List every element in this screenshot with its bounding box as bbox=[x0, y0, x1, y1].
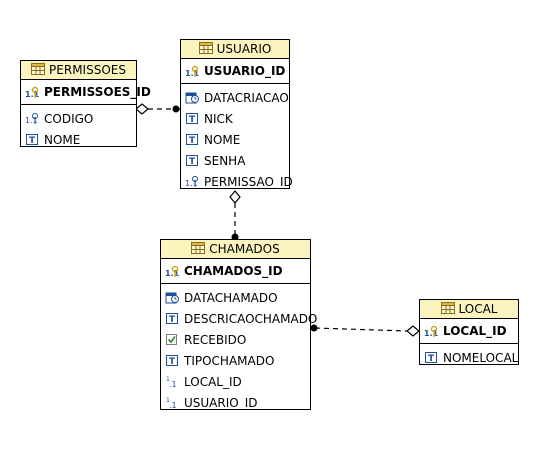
rel-local-diamond bbox=[406, 325, 420, 337]
column-row[interactable]: 1.1 USUARIO_ID bbox=[161, 392, 310, 413]
numeric-key-icon: 1.1 bbox=[25, 112, 39, 125]
svg-text:.1: .1 bbox=[169, 380, 177, 388]
column-name: NOME bbox=[204, 132, 241, 147]
column-name: NOMELOCAL bbox=[443, 350, 519, 365]
primary-key-row[interactable]: 1.1 PERMISSOES_ID bbox=[21, 80, 151, 105]
column-row[interactable]: T NICK bbox=[181, 108, 289, 129]
svg-text:T: T bbox=[189, 115, 196, 125]
primary-key-label: PERMISSOES_ID bbox=[44, 85, 151, 99]
rel-chamados-local-line bbox=[314, 327, 408, 332]
entity-title: CHAMADOS bbox=[209, 242, 280, 256]
rel-chamados-dot bbox=[231, 233, 239, 241]
numeric-type-icon: 1.1 bbox=[165, 396, 179, 410]
column-row[interactable]: DATACRIACAO bbox=[181, 87, 289, 108]
svg-text:T: T bbox=[428, 354, 435, 364]
column-row[interactable]: T DESCRICAOCHAMADO bbox=[161, 308, 317, 329]
column-name: DATACHAMADO bbox=[184, 290, 278, 305]
svg-text:1.1: 1.1 bbox=[25, 90, 39, 99]
datetime-icon bbox=[165, 291, 179, 304]
column-row[interactable]: T TIPOCHAMADO bbox=[161, 350, 310, 371]
column-name: USUARIO_ID bbox=[184, 395, 258, 410]
text-type-icon: T bbox=[185, 112, 199, 125]
table-icon bbox=[440, 301, 455, 317]
entity-header[interactable]: USUARIO bbox=[181, 40, 289, 59]
column-row[interactable]: DATACHAMADO bbox=[161, 287, 310, 308]
entity-usuario[interactable]: USUARIO 1.1 USUARIO_ID DATACRIACAO T NIC… bbox=[180, 39, 293, 192]
datetime-icon bbox=[185, 91, 199, 104]
primary-key-icon: 1.1 bbox=[165, 265, 180, 278]
rel-permissoes-diamond bbox=[135, 103, 149, 115]
entity-permissoes[interactable]: PERMISSOES 1.1 PERMISSOES_ID 1.1 CODIGO … bbox=[20, 60, 151, 150]
text-type-icon: T bbox=[25, 133, 39, 146]
svg-text:1: 1 bbox=[166, 376, 170, 383]
column-row[interactable]: T NOMELOCAL bbox=[420, 347, 518, 368]
entity-header[interactable]: CHAMADOS bbox=[161, 240, 310, 259]
column-row[interactable]: T NOME bbox=[21, 129, 136, 150]
svg-text:1.1: 1.1 bbox=[424, 329, 438, 338]
column-name: DESCRICAOCHAMADO bbox=[184, 311, 318, 326]
column-row[interactable]: RECEBIDO bbox=[161, 329, 310, 350]
column-name: PERMISSAO_ID bbox=[204, 174, 293, 189]
primary-key-row[interactable]: 1.1 USUARIO_ID bbox=[181, 59, 289, 84]
entity-chamados[interactable]: CHAMADOS 1.1 CHAMADOS_ID DATACHAMADO T D… bbox=[160, 239, 317, 413]
svg-text:T: T bbox=[169, 315, 176, 325]
svg-text:.1: .1 bbox=[169, 401, 177, 409]
column-row[interactable]: 1.1 CODIGO bbox=[21, 108, 136, 129]
rel-usuario-dot bbox=[172, 105, 180, 113]
entity-header[interactable]: LOCAL bbox=[420, 300, 518, 319]
primary-key-row[interactable]: 1.1 LOCAL_ID bbox=[420, 319, 518, 344]
numeric-type-icon: 1.1 bbox=[165, 375, 179, 389]
column-name: TIPOCHAMADO bbox=[184, 353, 275, 368]
column-name: NOME bbox=[44, 132, 81, 147]
svg-text:T: T bbox=[189, 157, 196, 167]
table-icon bbox=[191, 241, 206, 257]
primary-key-label: CHAMADOS_ID bbox=[184, 264, 283, 278]
primary-key-icon: 1.1 bbox=[424, 325, 439, 338]
rel-chamados-right-dot bbox=[310, 324, 318, 332]
column-name: CODIGO bbox=[44, 111, 94, 126]
entity-title: USUARIO bbox=[216, 42, 272, 56]
rel-usuario-diamond bbox=[229, 190, 241, 204]
svg-text:1.1: 1.1 bbox=[25, 116, 38, 125]
svg-text:1.1: 1.1 bbox=[185, 69, 199, 78]
text-type-icon: T bbox=[424, 351, 438, 364]
column-name: RECEBIDO bbox=[184, 332, 247, 347]
svg-text:1.1: 1.1 bbox=[165, 269, 179, 278]
text-type-icon: T bbox=[185, 133, 199, 146]
column-name: SENHA bbox=[204, 153, 246, 168]
column-name: LOCAL_ID bbox=[184, 374, 242, 389]
column-row[interactable]: 1.1 LOCAL_ID bbox=[161, 371, 310, 392]
primary-key-label: USUARIO_ID bbox=[204, 64, 286, 78]
column-name: DATACRIACAO bbox=[204, 90, 289, 105]
text-type-icon: T bbox=[165, 354, 179, 367]
text-type-icon: T bbox=[165, 312, 179, 325]
column-row[interactable]: 1.1 PERMISSAO_ID bbox=[181, 171, 293, 192]
primary-key-icon: 1.1 bbox=[185, 65, 200, 78]
svg-text:T: T bbox=[169, 357, 176, 367]
svg-text:T: T bbox=[189, 136, 196, 146]
entity-title: LOCAL bbox=[458, 302, 498, 316]
boolean-check-icon bbox=[165, 333, 179, 346]
text-type-icon: T bbox=[185, 154, 199, 167]
primary-key-icon: 1.1 bbox=[25, 86, 40, 99]
svg-text:T: T bbox=[29, 136, 36, 146]
entity-local[interactable]: LOCAL 1.1 LOCAL_ID T NOMELOCAL bbox=[419, 299, 519, 365]
primary-key-label: LOCAL_ID bbox=[443, 324, 507, 338]
entity-title: PERMISSOES bbox=[49, 63, 126, 77]
entity-header[interactable]: PERMISSOES bbox=[21, 61, 136, 80]
column-row[interactable]: T NOME bbox=[181, 129, 289, 150]
column-row[interactable]: T SENHA bbox=[181, 150, 289, 171]
numeric-key-icon: 1.1 bbox=[185, 175, 199, 188]
svg-text:1: 1 bbox=[166, 397, 170, 404]
svg-text:1.1: 1.1 bbox=[185, 179, 198, 188]
table-icon bbox=[198, 41, 213, 57]
primary-key-row[interactable]: 1.1 CHAMADOS_ID bbox=[161, 259, 310, 284]
column-name: NICK bbox=[204, 111, 233, 126]
table-icon bbox=[31, 62, 46, 78]
